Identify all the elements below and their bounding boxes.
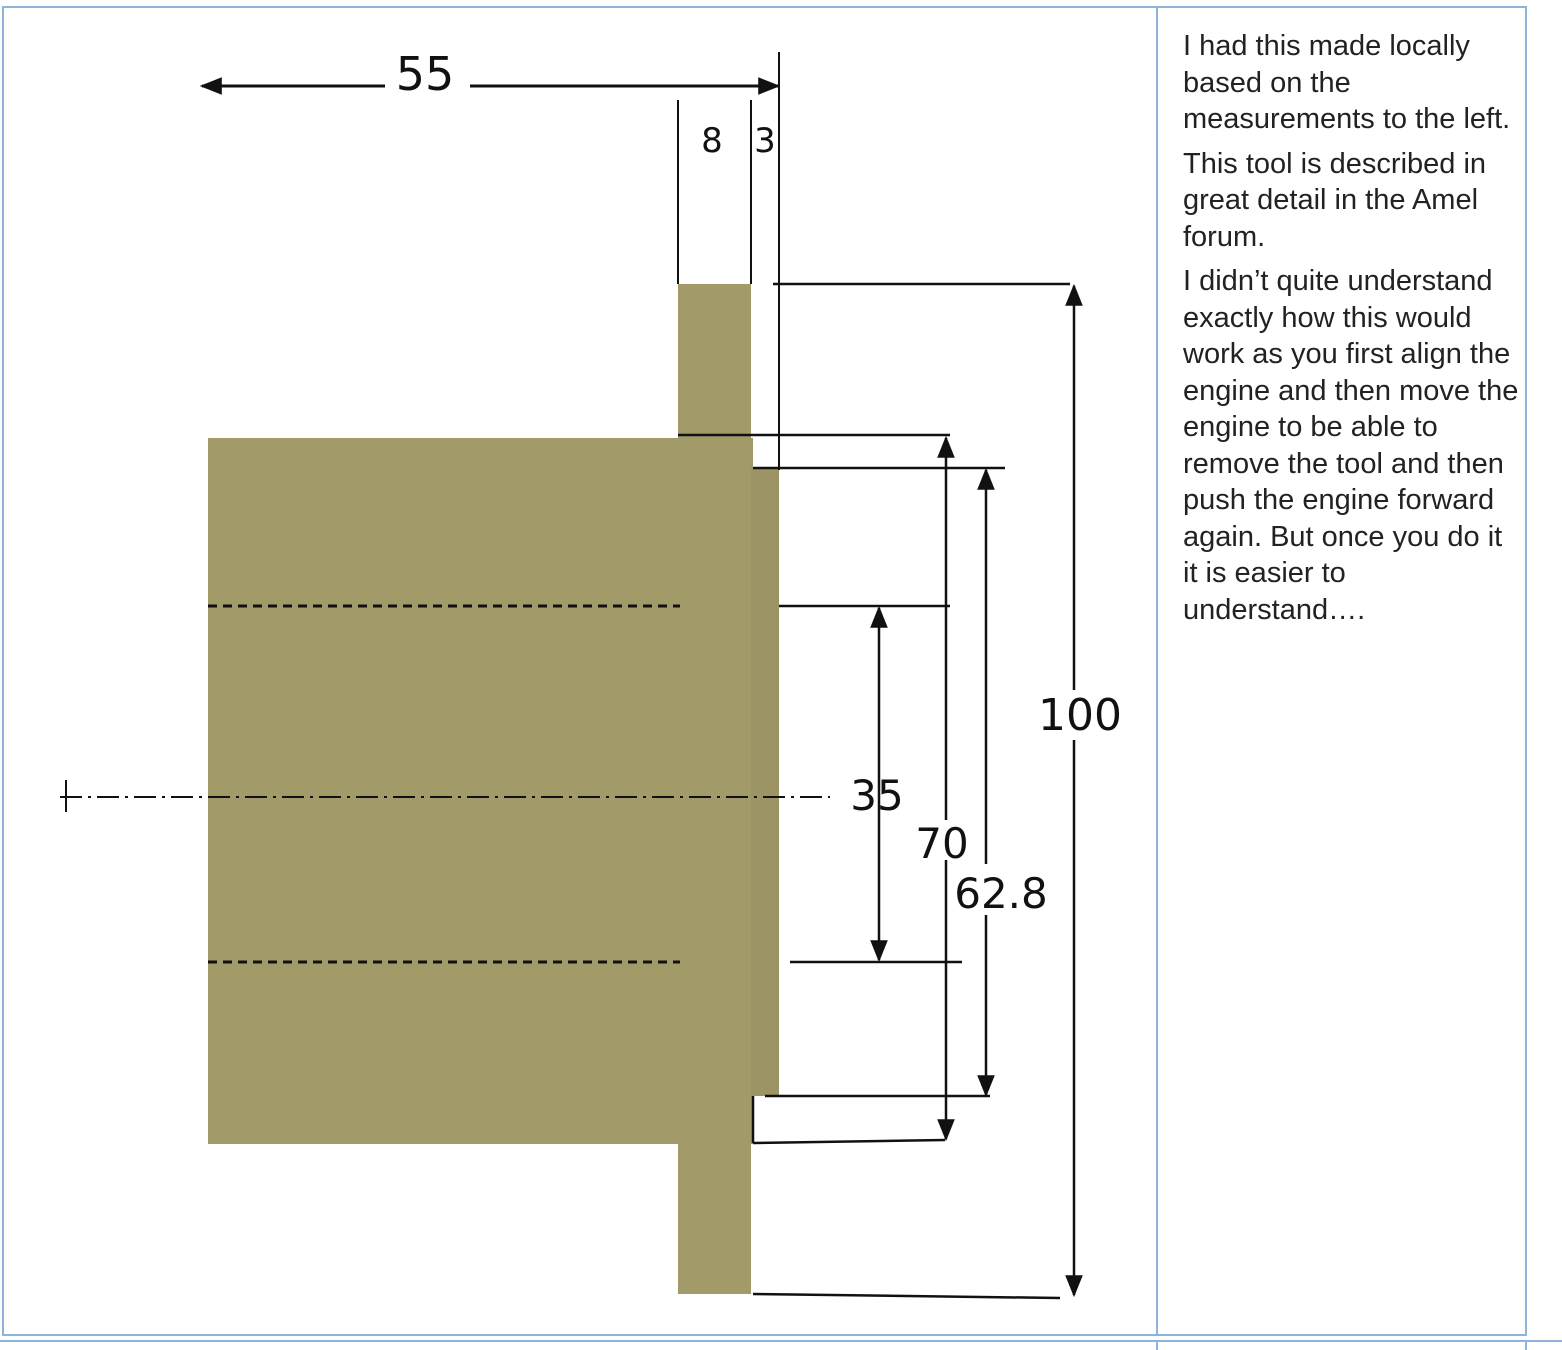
dimension-step-diameter-label: 62.8: [954, 869, 1048, 918]
part-shape: [208, 284, 779, 1294]
note-paragraph-1: I had this made locally based on the mea…: [1183, 30, 1511, 135]
next-row-border: [0, 1340, 1562, 1350]
part-flange: [678, 284, 751, 1294]
flange-extension-lines: [677, 100, 752, 284]
drawing-cell: [2, 6, 1156, 1336]
dimension-step-label: 3: [754, 121, 776, 161]
notes-cell: [1156, 6, 1527, 1336]
note-paragraph-3: I didn’t quite understand exactly how th…: [1183, 265, 1519, 626]
dimension-length: [199, 52, 781, 470]
dimension-flange-label: 8: [701, 121, 723, 161]
note-paragraph-2: This tool is described in great detail i…: [1183, 147, 1487, 253]
dimension-length-label: 55: [396, 47, 455, 101]
dimension-bore-diameter-label: 35: [850, 771, 903, 820]
part-main-body: [208, 438, 753, 1144]
part-step: [751, 468, 779, 1096]
dimension-body-diameter-label: 70: [915, 819, 968, 868]
right-extension-lines: [678, 282, 1070, 1300]
dimension-flange-diameter-label: 100: [1038, 690, 1122, 741]
technical-drawing: 55 8 3 100 70 62.8 35: [60, 47, 1122, 1300]
notes-text: I had this made locally based on the mea…: [1183, 28, 1523, 636]
hidden-bore-lines: [208, 604, 680, 964]
